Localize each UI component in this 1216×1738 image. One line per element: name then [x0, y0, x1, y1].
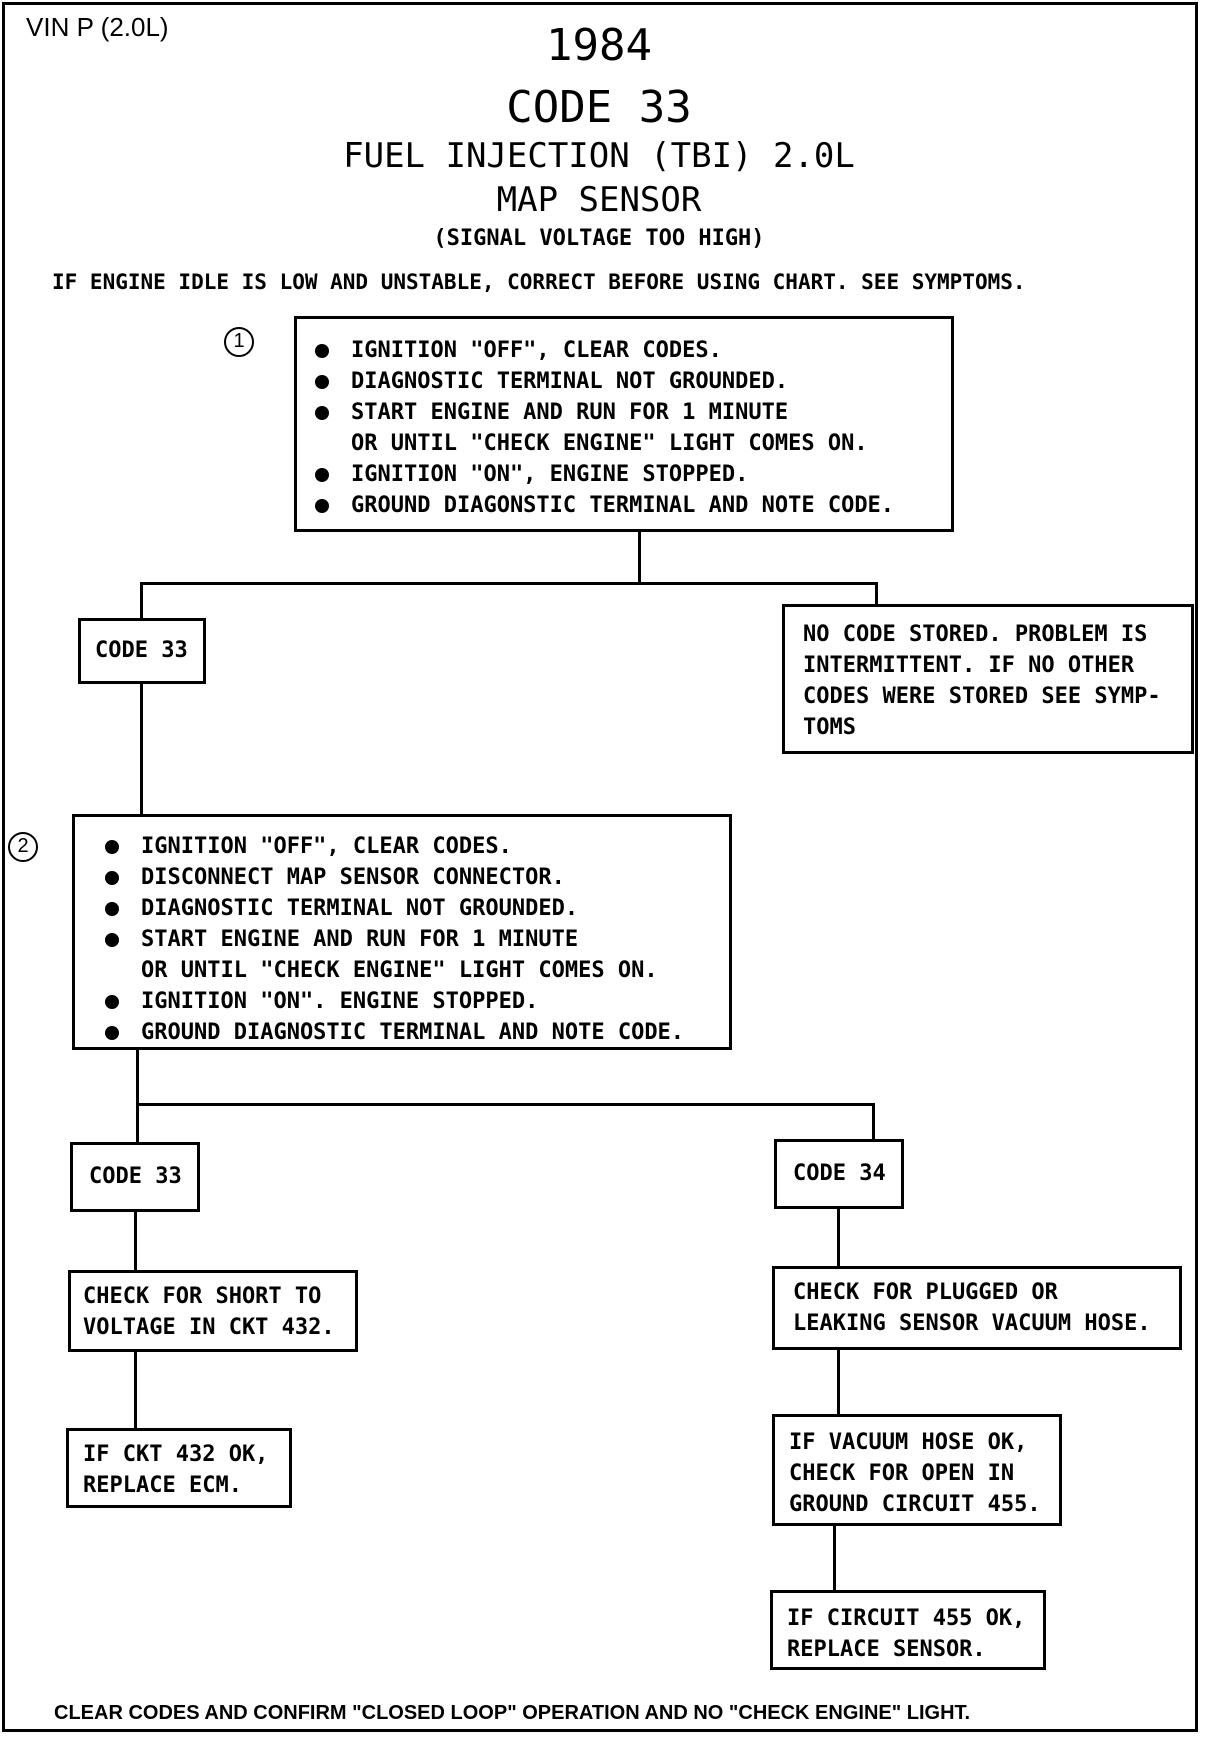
step-2-item: GROUND DIAGNOSTIC TERMINAL AND NOTE CODE…	[95, 1017, 719, 1048]
vin-label: VIN P (2.0L)	[26, 12, 169, 42]
connector-step1-down	[638, 530, 641, 584]
idle-note: IF ENGINE IDLE IS LOW AND UNSTABLE, CORR…	[52, 270, 1026, 294]
step-2-box: IGNITION "OFF", CLEAR CODES. DISCONNECT …	[72, 814, 732, 1050]
connector-hose-to-ground	[837, 1348, 840, 1416]
condition-subtitle: (SIGNAL VOLTAGE TOO HIGH)	[433, 226, 765, 251]
step-1-list: IGNITION "OFF", CLEAR CODES. DIAGNOSTIC …	[305, 335, 941, 521]
step-2-marker: 2	[8, 832, 38, 862]
step-2-list: IGNITION "OFF", CLEAR CODES. DISCONNECT …	[95, 831, 719, 1048]
connector-to-code34	[872, 1103, 875, 1141]
check-short-text: CHECK FOR SHORT TO VOLTAGE IN CKT 432.	[83, 1284, 335, 1340]
step-2-item: IGNITION "OFF", CLEAR CODES.	[95, 831, 719, 862]
connector-split-1	[140, 582, 877, 585]
code-33-box-first: CODE 33	[78, 618, 206, 684]
code-34-label: CODE 34	[793, 1161, 886, 1186]
check-ground-circuit-box: IF VACUUM HOSE OK, CHECK FOR OPEN IN GRO…	[772, 1414, 1062, 1526]
replace-ecm-box: IF CKT 432 OK, REPLACE ECM.	[66, 1428, 292, 1508]
step-1-item: DIAGNOSTIC TERMINAL NOT GROUNDED.	[305, 366, 941, 397]
step-1-item: GROUND DIAGONSTIC TERMINAL AND NOTE CODE…	[305, 490, 941, 521]
check-vacuum-hose-box: CHECK FOR PLUGGED OR LEAKING SENSOR VACU…	[772, 1266, 1182, 1350]
code-33-box-second: CODE 33	[70, 1142, 200, 1212]
connector-code33-to-step2	[140, 682, 143, 816]
connector-code33-to-short	[134, 1210, 137, 1272]
sensor-subtitle: MAP SENSOR	[496, 180, 702, 220]
code-title: CODE 33	[506, 82, 692, 133]
code-33-label-second: CODE 33	[89, 1164, 182, 1189]
step-2-item: DIAGNOSTIC TERMINAL NOT GROUNDED.	[95, 893, 719, 924]
step-2-item: START ENGINE AND RUN FOR 1 MINUTE OR UNT…	[95, 924, 719, 986]
no-code-stored-box: NO CODE STORED. PROBLEM IS INTERMITTENT.…	[782, 604, 1194, 754]
step-1-item: IGNITION "OFF", CLEAR CODES.	[305, 335, 941, 366]
connector-ground-to-replace-sensor	[833, 1524, 836, 1592]
connector-code34-to-hose	[837, 1206, 840, 1268]
footer-instruction: CLEAR CODES AND CONFIRM "CLOSED LOOP" OP…	[54, 1702, 971, 1724]
no-code-stored-text: NO CODE STORED. PROBLEM IS INTERMITTENT.…	[803, 622, 1161, 740]
replace-ecm-text: IF CKT 432 OK, REPLACE ECM.	[83, 1442, 269, 1498]
code-34-box: CODE 34	[774, 1139, 904, 1209]
connector-to-no-code	[875, 582, 878, 606]
year-title: 1984	[546, 20, 652, 71]
step-2-item: DISCONNECT MAP SENSOR CONNECTOR.	[95, 862, 719, 893]
page-frame	[2, 2, 1198, 1732]
check-vacuum-hose-text: CHECK FOR PLUGGED OR LEAKING SENSOR VACU…	[793, 1280, 1151, 1336]
step-1-item: IGNITION "ON", ENGINE STOPPED.	[305, 459, 941, 490]
code-33-label: CODE 33	[95, 638, 188, 663]
replace-sensor-text: IF CIRCUIT 455 OK, REPLACE SENSOR.	[787, 1606, 1026, 1662]
system-subtitle: FUEL INJECTION (TBI) 2.0L	[343, 136, 855, 176]
check-short-box: CHECK FOR SHORT TO VOLTAGE IN CKT 432.	[68, 1270, 358, 1352]
step-1-marker: 1	[224, 327, 254, 357]
step-1-box: IGNITION "OFF", CLEAR CODES. DIAGNOSTIC …	[294, 316, 954, 532]
step-1-item: START ENGINE AND RUN FOR 1 MINUTE OR UNT…	[305, 397, 941, 459]
connector-to-code33-b	[136, 1103, 139, 1144]
connector-to-code33-a	[140, 582, 143, 620]
check-ground-circuit-text: IF VACUUM HOSE OK, CHECK FOR OPEN IN GRO…	[789, 1430, 1041, 1517]
connector-short-to-replace-ecm	[134, 1350, 137, 1430]
step-2-item: IGNITION "ON". ENGINE STOPPED.	[95, 986, 719, 1017]
replace-sensor-box: IF CIRCUIT 455 OK, REPLACE SENSOR.	[770, 1590, 1046, 1670]
connector-step2-down	[136, 1047, 139, 1106]
connector-split-2	[136, 1103, 874, 1106]
